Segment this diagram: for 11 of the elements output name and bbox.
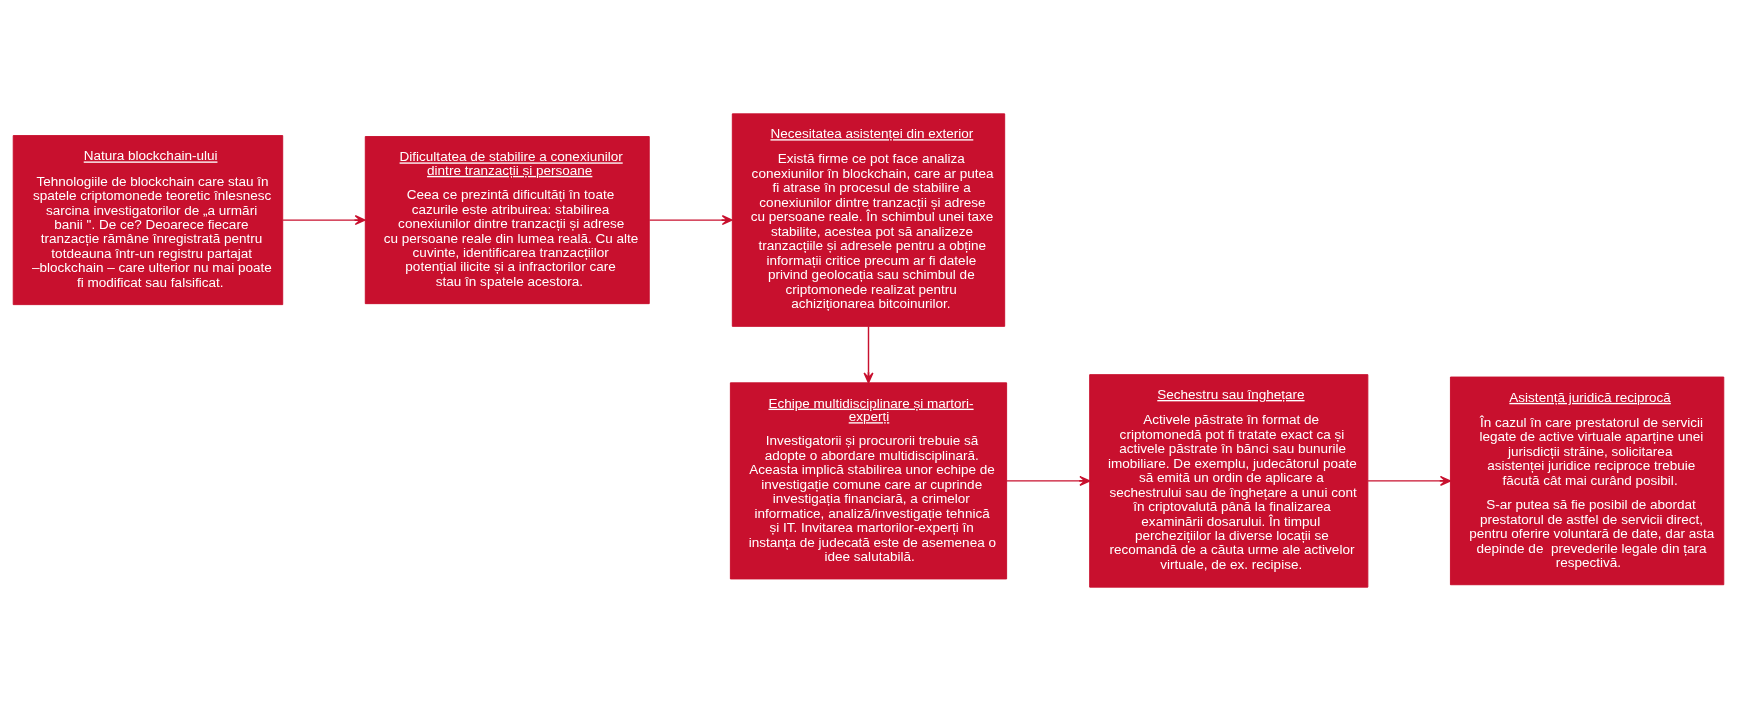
- node-box: Natura blockchain-ului Tehnologiile de blockchain care stau în spatele criptomonede teoretic înlesnesc sarcina investigatorilor de „a urmări banii ". De ce? Deoarece fiecare tranzacție rămâne înregistrată pentru totdeauna într-un registru partajat –blockchain – care ulterior nu mai poate fi modificat sau falsificat.: [12, 135, 284, 306]
- node-box: Sechestru sau înghețare Activele păstrate în format de criptomonedă pot fi tratate exact ca și activele păstrate în bănci sau bunurile imobiliare. De exemplu, judecătorul poate să emită un ordin de aplicare a sechestrului sau de înghețare a unui cont în criptovalută până la finalizarea examinării dosarului. În timpul perchezițiilor la diverse locații se recomandă de a căuta urme ale activelor virtuale, de ex. recipise.: [1089, 374, 1369, 588]
- node-box: Asistență juridică reciprocă În cazul în care prestatorul de servicii legate de active virtuale aparține unei jurisdicții străine, solicitarea asistenței juridice reciproce trebuie făcută cât mai curând posibil. S-ar putea să fie posibil de abordat prestatorul de astfel de servicii direct, pentru oferire voluntară de date, dar asta depinde de prevederile legale din țara respectivă.: [1449, 376, 1725, 586]
- arrow: [863, 325, 874, 384]
- arrow: [282, 215, 366, 226]
- node-box: Necesitatea asistenței din exterior Există firme ce pot face analiza conexiunilor în blockchain, care ar putea fi atrase în procesul de stabilire a conexiunilor dintre tranzacții și adrese cu persoane reale. În schimbul unei taxe stabilite, acestea pot să analizeze tranzacțiile și adresele pentru a obține informații critice precum ar fi datele privind geolocația sau schimbul de criptomonede realizat pentru achiziționarea bitcoinurilor.: [731, 113, 1006, 327]
- arrow: [1367, 475, 1451, 486]
- arrow: [1006, 475, 1091, 486]
- node-box: Echipe multidisciplinare și martori-experți Investigatorii și procurorii trebuie să adopte o abordare multidisciplinară. Aceasta implică stabilirea unor echipe de investigație comune care ar cuprinde investigația financiară, a crimelor informatice, analiză/investigație tehnică și IT. Invitarea martorilor-experți în instanța de judecată este de asemenea o idee salutabilă.: [729, 382, 1008, 580]
- node-box: Dificultatea de stabilire a conexiunilor dintre tranzacții și persoane Ceea ce prezintă dificultăți în toate cazurile este atribuirea: stabilirea conexiunilor dintre tranzacții și adrese cu persoane reale din lumea reală. Cu alte cuvinte, identificarea tranzacțiilor potențial ilicite și a infractorilor care stau în spatele acestora.: [364, 136, 650, 305]
- arrow: [648, 215, 733, 226]
